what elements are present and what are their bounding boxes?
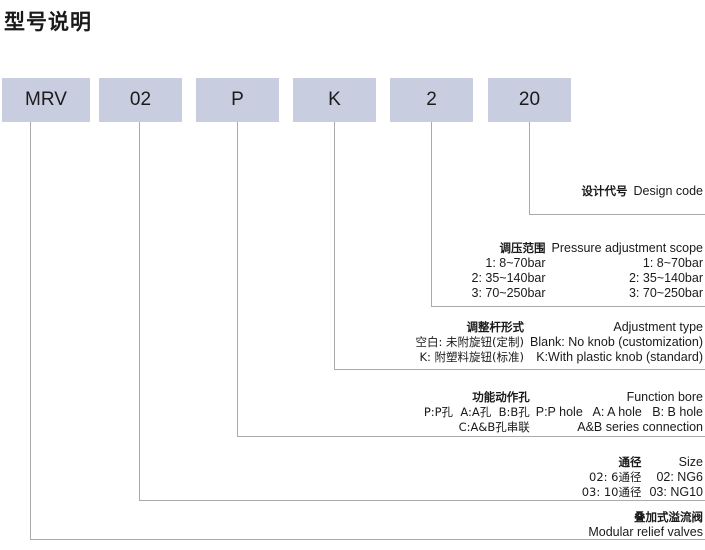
page-title: 型号说明 bbox=[4, 10, 92, 34]
desc-adjustment-row-1-cn: 空白: 未附旋钮(定制) bbox=[415, 335, 524, 349]
desc-adjustment-type: 调整杆形式 Adjustment type 空白: 未附旋钮(定制) Blank… bbox=[415, 320, 703, 365]
leader-line-size bbox=[139, 122, 140, 501]
desc-adjustment-head-cn: 调整杆形式 bbox=[466, 320, 525, 334]
desc-design-code-head-en: Design code bbox=[633, 184, 704, 198]
desc-function-bore-head-en: Function bore bbox=[626, 390, 703, 404]
desc-modular-relief-head-en: Modular relief valves bbox=[588, 525, 703, 539]
code-box-3[interactable]: P bbox=[196, 78, 279, 122]
desc-size-head-cn: 通径 bbox=[618, 455, 642, 469]
leader-rule-pressure bbox=[431, 306, 705, 307]
desc-size: 通径 Size 02: 6通径 02: NG6 03: 10通径 03: NG1… bbox=[582, 455, 703, 500]
desc-adjustment-row-2-cn: K: 附塑料旋钮(标准) bbox=[419, 350, 524, 364]
desc-pressure-head-cn: 调压范围 bbox=[499, 241, 546, 255]
desc-pressure-row-2-en: 2: 35~140bar bbox=[628, 271, 703, 285]
desc-adjustment-row-2-en: K:With plastic knob (standard) bbox=[536, 350, 703, 364]
desc-modular-relief-head-cn: 叠加式溢流阀 bbox=[634, 510, 703, 524]
code-box-5[interactable]: 2 bbox=[390, 78, 473, 122]
desc-pressure-adjustment-scope: 调压范围 Pressure adjustment scope 1: 8~70ba… bbox=[472, 241, 704, 301]
desc-design-code-head-cn: 设计代号 bbox=[581, 184, 628, 198]
leader-rule-adjustment bbox=[334, 369, 705, 370]
leader-line-function-bore bbox=[237, 122, 238, 437]
desc-pressure-head-en: Pressure adjustment scope bbox=[551, 241, 703, 255]
code-box-1[interactable]: MRV bbox=[2, 78, 90, 122]
desc-size-row-1-cn: 02: 6通径 bbox=[589, 470, 642, 484]
desc-function-bore: 功能动作孔 Function bore P:P孔 A:A孔 B:B孔 P:P h… bbox=[424, 390, 703, 435]
desc-adjustment-head-en: Adjustment type bbox=[613, 320, 703, 334]
leader-line-modular-relief bbox=[30, 122, 31, 540]
desc-function-bore-row-2-cn: C:A&B孔串联 bbox=[458, 420, 530, 434]
desc-adjustment-row-1-en: Blank: No knob (customization) bbox=[530, 335, 703, 349]
leader-line-pressure bbox=[431, 122, 432, 307]
desc-pressure-row-1-cn: 1: 8~70bar bbox=[485, 256, 546, 270]
desc-pressure-row-2-cn: 2: 35~140bar bbox=[471, 271, 546, 285]
leader-rule-size bbox=[139, 500, 705, 501]
desc-design-code: 设计代号 Design code bbox=[582, 184, 704, 199]
desc-function-bore-row-1-cn: P:P孔 A:A孔 B:B孔 bbox=[423, 405, 530, 419]
leader-rule-design-code bbox=[529, 214, 705, 215]
desc-size-head-en: Size bbox=[678, 455, 703, 469]
desc-pressure-row-1-en: 1: 8~70bar bbox=[642, 256, 703, 270]
leader-line-adjustment bbox=[334, 122, 335, 370]
desc-size-row-2-en: 03: NG10 bbox=[649, 485, 703, 499]
desc-function-bore-head-cn: 功能动作孔 bbox=[472, 390, 530, 404]
desc-size-row-2-cn: 03: 10通径 bbox=[581, 485, 642, 499]
code-box-2[interactable]: 02 bbox=[99, 78, 182, 122]
leader-line-design-code bbox=[529, 122, 530, 215]
desc-size-row-1-en: 02: NG6 bbox=[656, 470, 703, 484]
desc-function-bore-row-1-en: P:P hole A: A hole B: B hole bbox=[535, 405, 703, 419]
leader-rule-function-bore bbox=[237, 436, 705, 437]
code-box-6[interactable]: 20 bbox=[488, 78, 571, 122]
desc-modular-relief-valves: 叠加式溢流阀 Modular relief valves bbox=[588, 510, 703, 540]
code-box-4[interactable]: K bbox=[293, 78, 376, 122]
desc-function-bore-row-2-en: A&B series connection bbox=[577, 420, 703, 434]
leader-rule-modular-relief bbox=[30, 539, 705, 540]
desc-pressure-row-3-en: 3: 70~250bar bbox=[628, 286, 703, 300]
desc-pressure-row-3-cn: 3: 70~250bar bbox=[471, 286, 546, 300]
